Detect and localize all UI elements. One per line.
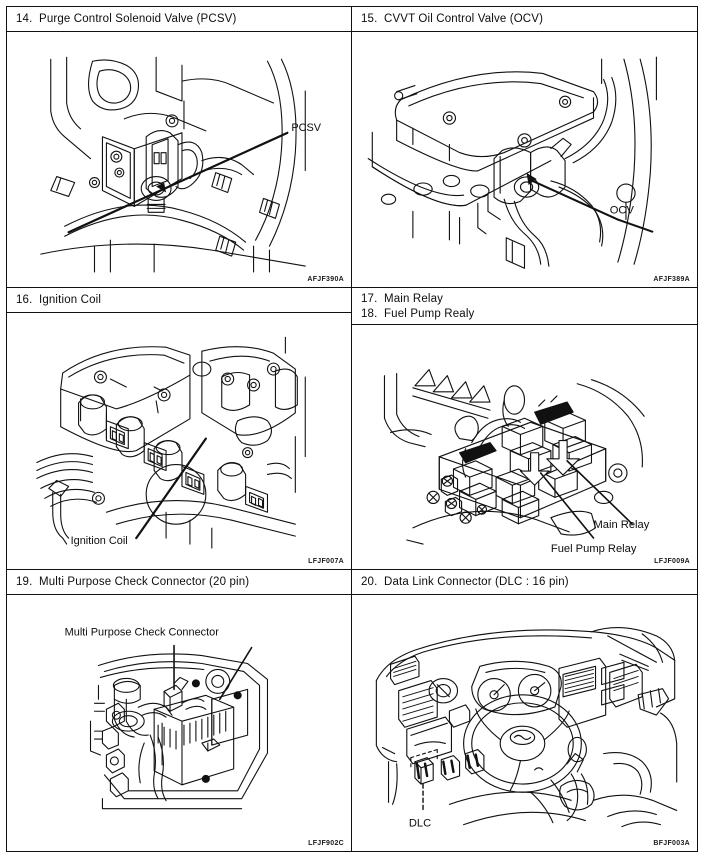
panel-illustration: PCSV AFJF390A: [7, 32, 351, 287]
callout-label-main-relay: Main Relay: [594, 519, 650, 531]
panel-ignition-coil: 16. Ignition Coil: [7, 288, 352, 570]
panel-header: 15. CVVT Oil Control Valve (OCV): [352, 7, 697, 32]
panel-purge-control-solenoid-valve: 14. Purge Control Solenoid Valve (PCSV): [7, 7, 352, 289]
callout-label-pcsv: PCSV: [291, 122, 321, 134]
panel-number: 19.: [16, 575, 33, 588]
panel-header-line: 16. Ignition Coil: [16, 293, 345, 308]
panel-illustration: Main Relay Fuel Pump Relay LFJF009A: [352, 325, 697, 568]
panel-title: CVVT Oil Control Valve (OCV): [384, 13, 544, 25]
panel-header-line: 17. Main Relay: [361, 292, 691, 307]
figure-code: BFJF003A: [653, 840, 690, 847]
ocv-line-art: OCV: [367, 56, 657, 269]
panel-header: 14. Purge Control Solenoid Valve (PCSV): [7, 7, 351, 32]
callout-label-dlc: DLC: [409, 817, 431, 829]
panel-grid: 14. Purge Control Solenoid Valve (PCSV): [6, 6, 698, 852]
figure-code: LFJF009A: [654, 557, 690, 565]
panel-header-line: 14. Purge Control Solenoid Valve (PCSV): [16, 12, 345, 27]
ignition-coil-line-art: Ignition Coil: [36, 337, 306, 549]
panel-number: 16.: [16, 294, 33, 307]
panel-number: 17.: [361, 293, 378, 306]
panel-illustration: DLC BFJF003A: [352, 595, 697, 851]
callout-label-fuel-pump-relay: Fuel Pump Relay: [551, 544, 637, 556]
panel-header: 20. Data Link Connector (DLC : 16 pin): [352, 569, 697, 595]
callout-label-ignition-coil: Ignition Coil: [71, 535, 128, 547]
panel-header-line: 19. Multi Purpose Check Connector (20 pi…: [16, 575, 345, 590]
check-connector-line-art: Multi Purpose Check Connector: [65, 626, 269, 809]
figure-code: AFJF390A: [307, 276, 344, 284]
panel-title: Main Relay: [384, 293, 444, 306]
callout-label-ocv: OCV: [610, 204, 635, 216]
panel-data-link-connector: 20. Data Link Connector (DLC : 16 pin): [352, 569, 697, 851]
dlc-dashboard-line-art: DLC: [375, 626, 678, 829]
panel-header-line: 20. Data Link Connector (DLC : 16 pin): [361, 575, 691, 590]
relay-box-line-art: Main Relay Fuel Pump Relay: [383, 369, 650, 556]
panel-illustration: Multi Purpose Check Connector LFJF902C: [7, 595, 351, 851]
panel-number: 15.: [361, 13, 378, 25]
figure-code: LFJF007A: [308, 557, 344, 565]
panel-title: Fuel Pump Realy: [384, 308, 475, 321]
figure-code: LFJF902C: [308, 840, 344, 847]
panel-header-line: 18. Fuel Pump Realy: [361, 307, 691, 322]
panel-header: 19. Multi Purpose Check Connector (20 pi…: [7, 569, 351, 595]
callout-label-multi-purpose-check-connector: Multi Purpose Check Connector: [65, 626, 220, 638]
panel-header: 16. Ignition Coil: [7, 288, 351, 314]
panel-illustration: OCV AFJF389A: [352, 32, 697, 287]
panel-cvvt-oil-control-valve: 15. CVVT Oil Control Valve (OCV): [352, 7, 697, 289]
panel-number: 20.: [361, 575, 378, 588]
panel-main-relay-fuel-pump-relay: 17. Main Relay 18. Fuel Pump Realy: [352, 288, 697, 570]
panel-header: 17. Main Relay 18. Fuel Pump Realy: [352, 288, 697, 326]
panel-title: Multi Purpose Check Connector (20 pin): [39, 575, 250, 588]
panel-header-line: 15. CVVT Oil Control Valve (OCV): [361, 12, 691, 27]
panel-multi-purpose-check-connector: 19. Multi Purpose Check Connector (20 pi…: [7, 569, 352, 851]
panel-number: 18.: [361, 308, 378, 321]
pcsv-line-art: PCSV: [40, 56, 322, 273]
panel-title: Purge Control Solenoid Valve (PCSV): [39, 13, 237, 25]
panel-number: 14.: [16, 13, 33, 25]
panel-title: Data Link Connector (DLC : 16 pin): [384, 575, 569, 588]
figure-code: AFJF389A: [653, 276, 690, 284]
panel-title: Ignition Coil: [39, 294, 102, 307]
panel-illustration: Ignition Coil LFJF007A: [7, 313, 351, 568]
